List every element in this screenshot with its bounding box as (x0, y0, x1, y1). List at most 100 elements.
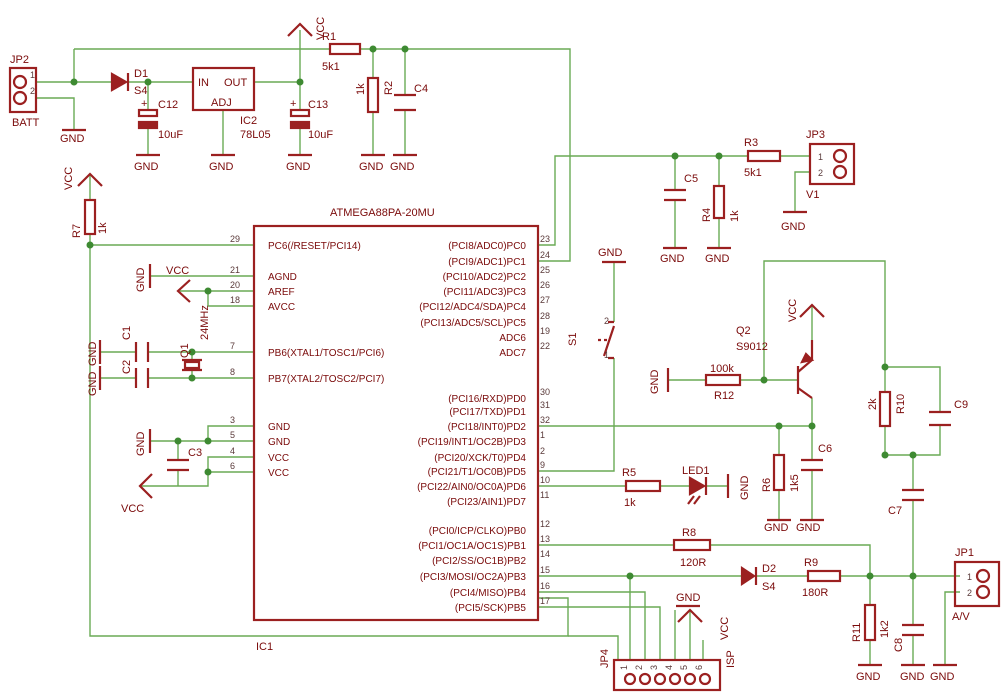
c13-plus: + (290, 98, 296, 110)
mcu-pin-number: 19 (540, 326, 550, 336)
r12-resistor (704, 373, 742, 387)
vcc-arrows (77, 22, 825, 623)
gnd-label-c8: GND (900, 671, 925, 683)
mcu-pin-name: (PCI22/AIN0/OC0A)PD6 (417, 482, 526, 493)
c13-ref: C13 (308, 99, 328, 111)
c1-ref: C1 (121, 326, 133, 340)
gnd-label-c2: GND (87, 372, 99, 397)
mcu-pin-number: 18 (230, 295, 240, 305)
mcu-pin-name: (PCI18/INT0)PD2 (448, 422, 527, 433)
mcu-pin-number: 13 (540, 534, 550, 544)
q1-crystal (182, 358, 202, 372)
q2-transistor (796, 340, 815, 399)
r9-value: 180R (802, 587, 828, 599)
r3-value: 5k1 (744, 167, 762, 179)
mcu-pin-number: 15 (540, 565, 550, 575)
mcu-pin-number: 31 (540, 400, 550, 410)
mcu-pin-name: (PCI16/RXD)PD0 (448, 394, 526, 405)
mcu-pin-name: AGND (268, 272, 297, 283)
r7-value: 1k (97, 222, 109, 234)
jp3-ref: JP3 (806, 129, 825, 141)
mcu-pin-name: PB7(XTAL2/TOSC2/PCI7) (268, 374, 384, 385)
r9-ref: R9 (804, 557, 818, 569)
c13-value: 10uF (308, 129, 333, 141)
mcu-pin-name: (PCI4/MISO)PB4 (450, 588, 527, 599)
mcu-pin-number: 16 (540, 581, 550, 591)
r5-value: 1k (624, 497, 636, 509)
mcu-pin-number: 25 (540, 265, 550, 275)
r4-value: 1k (729, 210, 741, 222)
r12-value: 100k (710, 363, 734, 375)
q2-value: S9012 (736, 341, 768, 353)
jp4-pin5: 5 (679, 665, 689, 670)
jp1-pin1: 1 (967, 572, 972, 582)
mcu-pin-name: (PCI0/ICP/CLKO)PB0 (429, 526, 527, 537)
gnd-label-c12: GND (134, 161, 159, 173)
mcu-pin-name: (PCI21/T1/OC0B)PD5 (428, 467, 527, 478)
mcu-pin-name: GND (268, 437, 290, 448)
jp2-ref: JP2 (10, 54, 29, 66)
q1-ref: Q1 (179, 343, 191, 358)
c4-ref: C4 (414, 83, 428, 95)
r8-value: 120R (680, 557, 706, 569)
gnd-label-r6: GND (764, 522, 789, 534)
mcu-pin-number: 20 (230, 280, 240, 290)
q2-ref: Q2 (736, 325, 751, 337)
r7-ref: R7 (71, 224, 83, 238)
mcu-pin-number: 11 (540, 490, 549, 500)
gnd-label-isp: GND (676, 592, 701, 604)
c9-capacitor (929, 410, 951, 427)
mcu-pin-number: 2 (540, 446, 545, 456)
vcc-label-r7: VCC (63, 167, 75, 190)
ic2-adj: ADJ (211, 97, 232, 109)
gnd-label-r4: GND (705, 253, 730, 265)
c12-ref: C12 (158, 99, 178, 111)
mcu-left-pins: PC6(/RESET/PCI14)29AGND21AREF20AVCC18PB6… (230, 234, 384, 479)
r1-resistor (328, 42, 362, 56)
mcu-pin-number: 22 (540, 341, 550, 351)
mcu-pin-name: ADC7 (499, 348, 526, 359)
mcu-pin-name: (PCI3/MOSI/OC2A)PB3 (420, 572, 527, 583)
gnd-label-jp1: GND (930, 671, 955, 683)
r10-resistor (878, 390, 892, 428)
s1-pin1: 1 (604, 350, 609, 360)
gnd-label-ic2: GND (209, 161, 234, 173)
mcu-pin-number: 29 (230, 234, 240, 244)
r3-ref: R3 (744, 137, 758, 149)
jp2-pin2: 2 (30, 86, 35, 96)
jp4-pin4: 4 (664, 665, 674, 670)
ic2-regulator (191, 66, 256, 112)
ic2-value: 78L05 (240, 129, 271, 141)
c2-ref: C2 (121, 360, 133, 374)
r11-value: 1k2 (879, 620, 891, 638)
mcu-pin-name: (PCI8/ADC0)PC0 (448, 241, 526, 252)
s1-switch (598, 320, 616, 360)
ic2-ref: IC2 (240, 115, 257, 127)
jp4-ref: JP4 (599, 649, 611, 668)
gnd-bars (62, 128, 957, 667)
vcc-label-q2: VCC (787, 299, 799, 322)
jp4-name: ISP (725, 650, 737, 668)
c12-plus: + (141, 98, 147, 110)
jp1-ref: JP1 (955, 547, 974, 559)
r8-ref: R8 (682, 527, 696, 539)
mcu-pin-number: 12 (540, 519, 550, 529)
r1-ref: R1 (322, 31, 336, 43)
jp3-pin2: 2 (818, 168, 823, 178)
jp2-pin1: 1 (30, 70, 35, 80)
gnd-label-c1: GND (87, 342, 99, 367)
jp1-name: A/V (952, 611, 970, 623)
wires (35, 30, 960, 665)
mcu-pin-number: 28 (540, 311, 550, 321)
d1-diode (110, 72, 130, 92)
mcu-pin-number: 30 (540, 387, 550, 397)
s1-ref: S1 (567, 333, 579, 346)
r12-ref: R12 (714, 390, 734, 402)
mcu-pin-number: 3 (230, 415, 235, 425)
gnd-label-c3: GND (135, 432, 147, 457)
mcu-pin-number: 7 (230, 341, 235, 351)
mcu-pin-name: ADC6 (499, 333, 526, 344)
r6-ref: R6 (761, 478, 773, 492)
s1-pin2: 2 (604, 316, 609, 326)
mcu-pin-name: AVCC (268, 302, 295, 313)
